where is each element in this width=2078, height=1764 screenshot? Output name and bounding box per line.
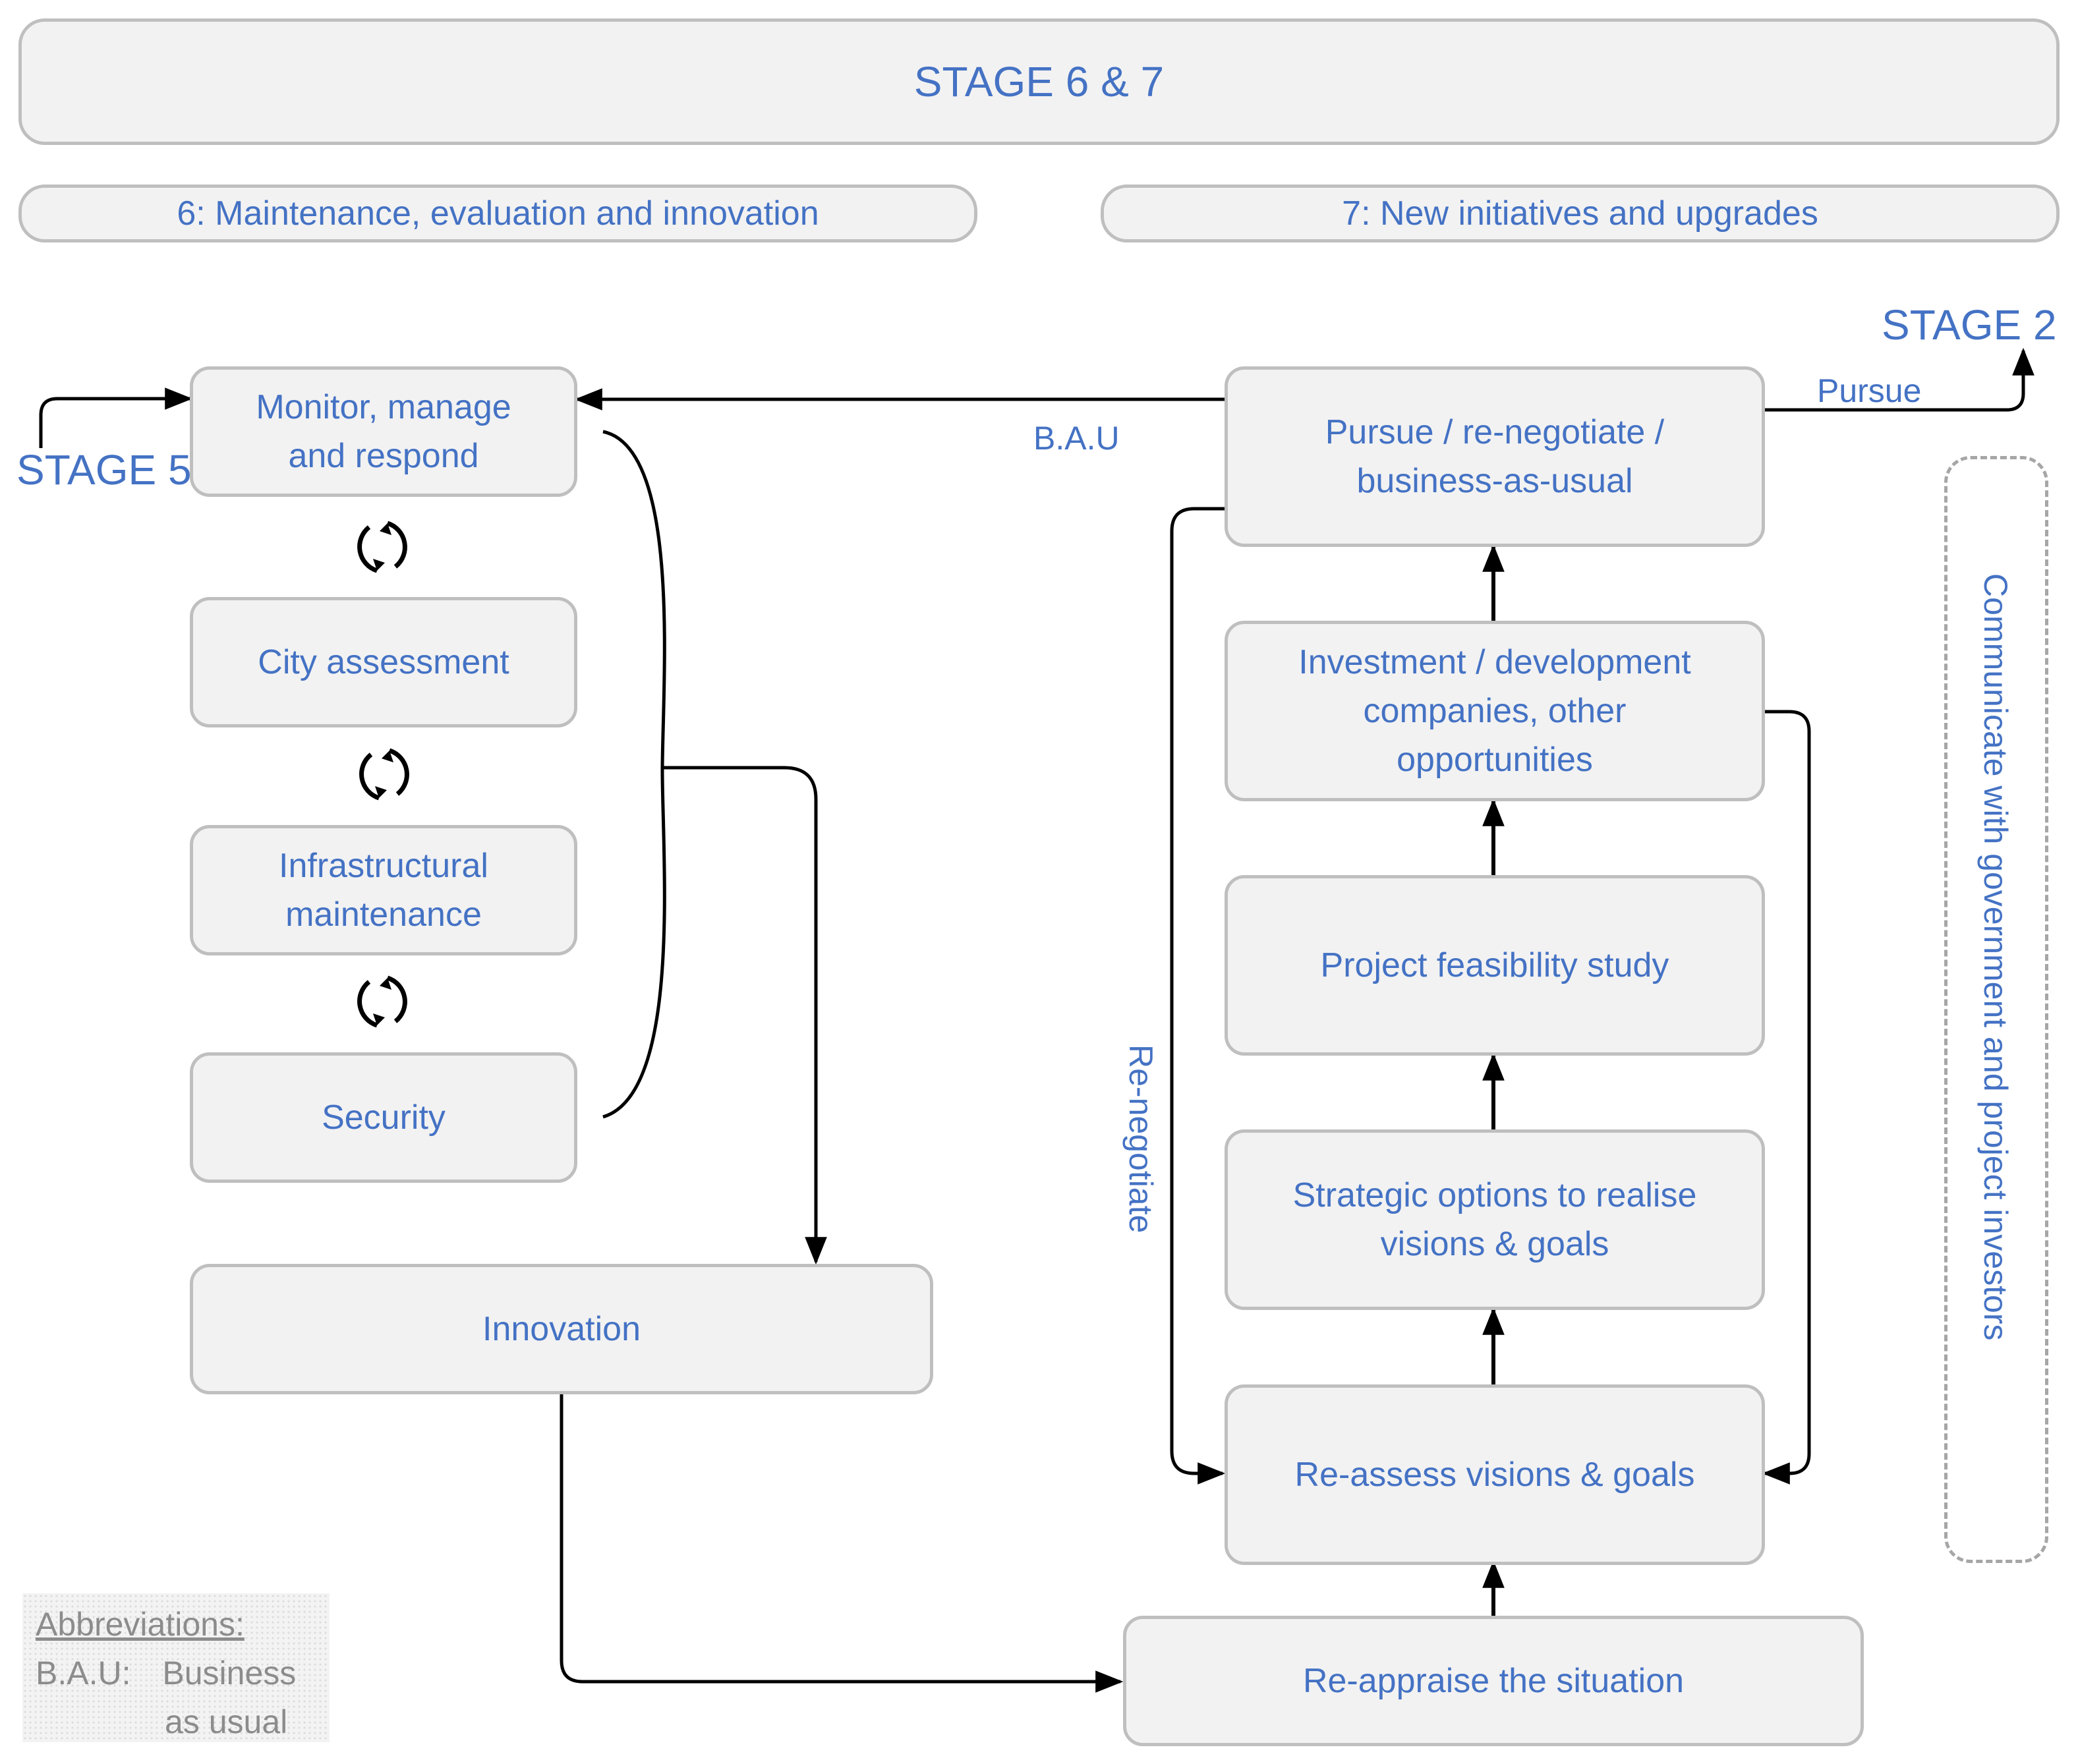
strategic-options-label: Strategic options to realise visions & g… — [1292, 1176, 1697, 1263]
city-assessment-label: City assessment — [258, 643, 509, 681]
cycle-arrows-icon — [357, 521, 407, 573]
abbreviations-legend: Abbreviations: B.A.U: Business as usual — [22, 1593, 330, 1742]
project-feasibility-label: Project feasibility study — [1320, 946, 1669, 984]
pursue-renegotiate-box: Pursue / re-negotiate / business-as-usua… — [1225, 366, 1765, 547]
abbreviation-entry: B.A.U: Business — [36, 1649, 316, 1697]
arrow-stage5-to-monitor — [39, 387, 193, 448]
monitor-label: Monitor, manage and respond — [256, 388, 511, 475]
arrow-innovation-to-reappraise — [560, 1390, 1124, 1693]
innovation-box: Innovation — [190, 1264, 933, 1394]
investment-companies-label: Investment / development companies, othe… — [1298, 643, 1691, 779]
renegotiate-label: Re-negotiate — [1122, 1044, 1159, 1234]
security-label: Security — [322, 1098, 446, 1137]
abbreviations-title: Abbreviations: — [36, 1606, 245, 1643]
stage6-header-label: 6: Maintenance, evaluation and innovatio… — [177, 194, 819, 233]
stage6-header: 6: Maintenance, evaluation and innovatio… — [18, 185, 977, 242]
bracket-left-group — [602, 430, 666, 1119]
city-assessment-box: City assessment — [190, 597, 577, 727]
reappraise-situation-box: Re-appraise the situation — [1123, 1616, 1864, 1746]
project-feasibility-box: Project feasibility study — [1225, 875, 1765, 1056]
infrastructural-maintenance-box: Infrastructural maintenance — [190, 825, 577, 955]
pursue-renegotiate-label: Pursue / re-negotiate / business-as-usua… — [1325, 413, 1665, 500]
arrow-group-to-innovation — [662, 766, 827, 1265]
innovation-label: Innovation — [482, 1310, 641, 1348]
monitor-manage-respond-box: Monitor, manage and respond — [190, 366, 577, 497]
cycle-arrows-icon — [359, 748, 409, 801]
stage-banner: STAGE 6 & 7 — [18, 18, 2060, 145]
banner-title: STAGE 6 & 7 — [913, 58, 1165, 105]
arrow-pursue-to-stage2 — [1763, 347, 2035, 412]
communicate-label: Communicate with government and project … — [1977, 573, 2014, 1341]
stage5-label: STAGE 5 — [16, 446, 192, 494]
strategic-options-box: Strategic options to realise visions & g… — [1225, 1129, 1765, 1310]
stage2-label: STAGE 2 — [1882, 301, 2057, 349]
arrow-renegotiate-loop — [1170, 507, 1226, 1485]
arrow-investment-to-reassess — [1762, 710, 1811, 1485]
stage7-header-label: 7: New initiatives and upgrades — [1342, 194, 1818, 233]
abbreviation-meaning-line2: as usual — [165, 1703, 288, 1740]
stage7-header: 7: New initiatives and upgrades — [1101, 185, 2060, 242]
communicate-dashed-box — [1944, 456, 2048, 1563]
abbreviation-term: B.A.U: — [36, 1655, 131, 1692]
reassess-visions-label: Re-assess visions & goals — [1294, 1456, 1695, 1494]
bau-label: B.A.U — [1033, 420, 1120, 457]
reappraise-situation-label: Re-appraise the situation — [1302, 1662, 1685, 1700]
pursue-label: Pursue — [1817, 372, 1922, 409]
abbreviation-meaning-line1: Business — [162, 1655, 297, 1692]
investment-companies-box: Investment / development companies, othe… — [1225, 621, 1765, 801]
infrastructural-maintenance-label: Infrastructural maintenance — [279, 847, 488, 934]
security-box: Security — [190, 1052, 577, 1183]
cycle-arrows-icon — [357, 975, 407, 1028]
reassess-visions-box: Re-assess visions & goals — [1225, 1384, 1765, 1565]
